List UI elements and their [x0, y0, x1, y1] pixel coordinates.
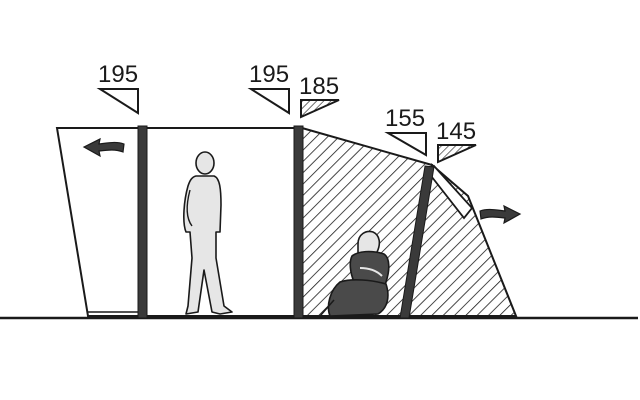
tent-poles [137, 125, 435, 319]
height-label: 185 [299, 73, 339, 100]
height-label: 145 [436, 118, 476, 145]
pole-3 [399, 165, 435, 319]
pole-2 [293, 125, 304, 319]
height-marker-rear-front: 155 [384, 105, 427, 157]
arrow-left-icon [82, 137, 125, 158]
pole-1 [137, 125, 148, 319]
seated-person-icon [319, 230, 390, 317]
height-label: 155 [385, 105, 425, 132]
arrow-right-icon [479, 204, 522, 225]
bedroom-section [301, 126, 518, 317]
height-marker-mid-rear: 185 [299, 73, 340, 119]
height-marker-rear-back: 145 [436, 118, 477, 164]
living-area-section [145, 127, 299, 317]
height-marker-front-left: 195 [96, 61, 139, 115]
standing-person-icon [183, 151, 233, 315]
height-marker-mid-front: 195 [247, 61, 290, 115]
height-label: 195 [98, 61, 138, 88]
height-label: 195 [249, 61, 289, 88]
